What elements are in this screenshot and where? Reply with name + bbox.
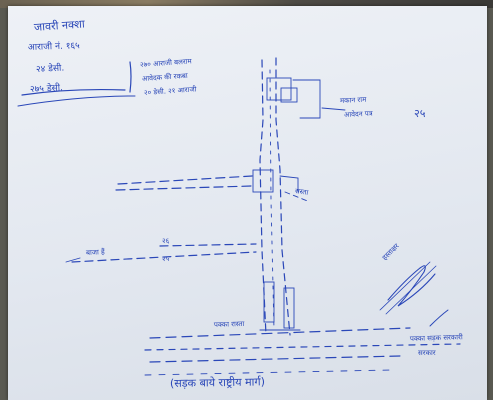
right-arrow — [321, 107, 346, 111]
right-note-2: आवेदन पत्र — [343, 109, 373, 119]
mid-right-bracket — [279, 175, 299, 193]
lower-arrow — [65, 257, 81, 263]
header-underline — [21, 88, 126, 96]
top-bracket — [292, 79, 321, 119]
lower-road-upper — [159, 243, 257, 247]
bottom-road-top — [149, 327, 411, 339]
bottom-road-label: पक्का रास्ता — [213, 319, 245, 329]
signature-lines — [379, 261, 437, 315]
header-underline-2 — [17, 95, 136, 107]
plot-box-bottom — [263, 281, 275, 323]
scan-background-strip — [0, 0, 493, 8]
header-plot-number: आराजी नं. १६५ — [27, 41, 80, 53]
header-title: जावरी नक्शा — [33, 17, 86, 34]
mid-road-upper — [117, 175, 253, 185]
mid-road-lower — [115, 185, 253, 191]
left-label: बाजा हैं — [85, 248, 105, 257]
bottom-right-label-2: सरकार — [418, 349, 436, 357]
header-area: २४ डेसी. — [35, 63, 65, 75]
header-total-area: २७५ डेसी. — [29, 83, 64, 95]
plot-box-top — [266, 77, 292, 101]
left-number-2: २५ — [162, 255, 170, 263]
vertical-road-mid — [269, 69, 275, 331]
vertical-road-left — [259, 59, 267, 336]
mid-right-road — [284, 191, 311, 203]
plot-box-bottom2 — [283, 287, 295, 329]
left-number-1: २६ — [162, 237, 170, 245]
bottom-road-low — [149, 355, 401, 363]
right-mark: २५ — [414, 107, 426, 120]
right-note: मकान राम — [339, 95, 367, 105]
bottom-caption: (सड़क बाये राष्ट्रीय मार्ग) — [169, 375, 266, 390]
bottom-road-mid — [144, 343, 461, 351]
signature-tick — [429, 309, 449, 327]
vertical-road-right — [275, 57, 291, 336]
plot-box-top2 — [280, 87, 298, 103]
bottom-road-edge — [144, 369, 391, 376]
signature-scribble — [387, 265, 436, 307]
lower-road-lower — [71, 251, 257, 263]
header-divider — [129, 61, 132, 93]
plot-box-mid — [252, 169, 274, 193]
